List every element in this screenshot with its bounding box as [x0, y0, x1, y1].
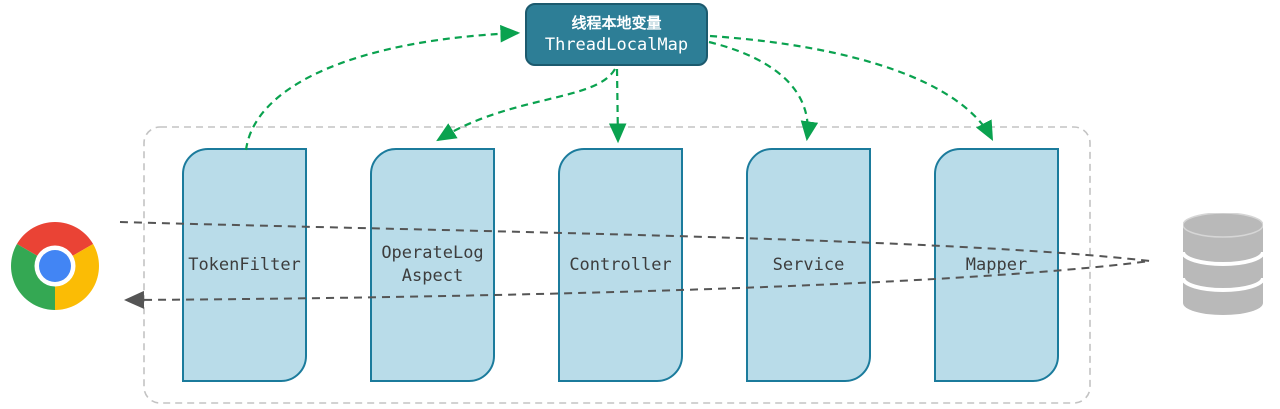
chrome-browser-icon [11, 222, 99, 310]
stage-controller: Controller [558, 148, 683, 382]
database-icon [1183, 213, 1263, 315]
stage-label: Mapper [965, 254, 1028, 275]
threadlocalmap-title-en: ThreadLocalMap [544, 34, 689, 55]
stage-service: Service [746, 148, 871, 382]
threadlocalmap-title-cn: 线程本地变量 [571, 14, 662, 32]
stage-label: OperateLog Aspect [381, 243, 484, 286]
stage-token-filter: TokenFilter [182, 148, 307, 382]
stage-mapper: Mapper [934, 148, 1059, 382]
stage-label: TokenFilter [188, 254, 301, 275]
link-threadlocalmap-to-operatelog [436, 68, 616, 142]
stage-label: Controller [569, 254, 672, 275]
link-threadlocalmap-to-mapper [709, 34, 994, 141]
link-threadlocalmap-to-service [708, 40, 819, 142]
link-threadlocalmap-to-controller [608, 68, 627, 144]
stage-label: Service [772, 254, 845, 275]
stage-operate-log-aspect: OperateLog Aspect [370, 148, 495, 382]
link-tokenfilter-to-threadlocalmap [244, 24, 521, 151]
threadlocalmap-box: 线程本地变量 ThreadLocalMap [525, 3, 708, 66]
